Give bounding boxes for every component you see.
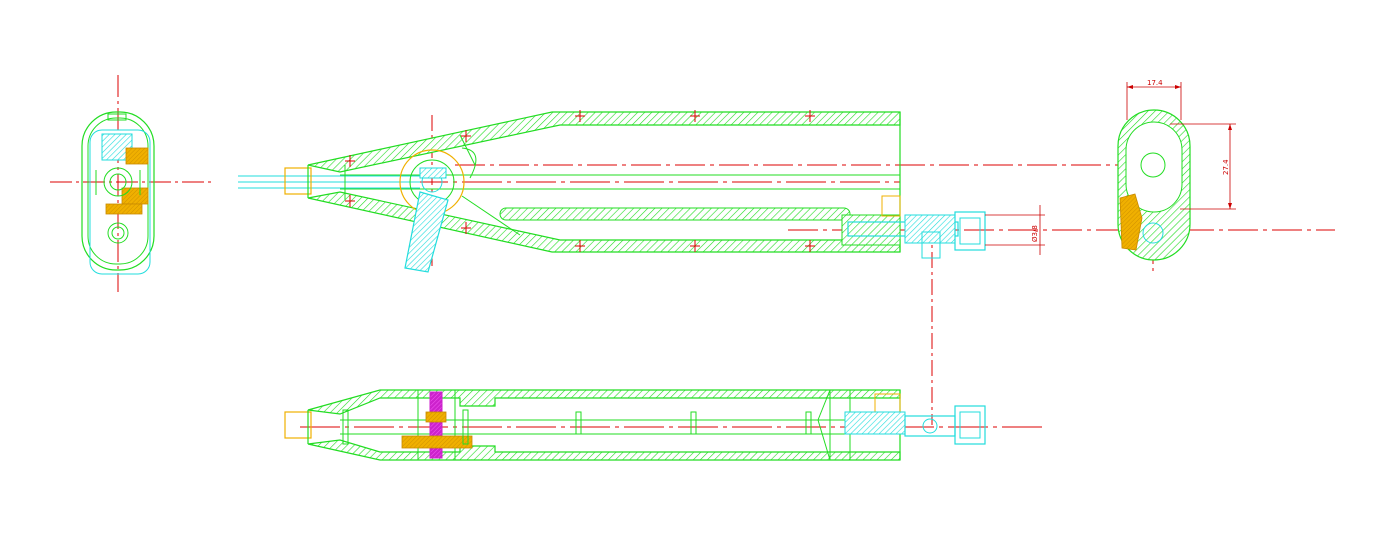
nozzle-pipe — [921, 231, 941, 259]
upper-wall — [307, 389, 901, 415]
end-view-left — [50, 75, 215, 292]
end-view-right: 17.4 27.4 — [1117, 79, 1236, 275]
diameter-dimension: Ø3/8 — [985, 205, 1045, 255]
side-section-view: Ø3/8 — [238, 110, 1335, 425]
height-dimension: 27.4 — [1170, 123, 1236, 210]
nozzle-outline — [89, 129, 151, 275]
nozzle-pipe — [904, 214, 956, 244]
fitting-part — [121, 187, 149, 205]
body-outline — [81, 111, 155, 271]
bore — [103, 167, 133, 197]
body-outline — [1125, 121, 1183, 213]
fitting-part — [105, 203, 143, 215]
rear-block — [841, 214, 901, 246]
tip — [284, 411, 312, 439]
bore — [1140, 152, 1166, 178]
fitting-part — [1119, 193, 1143, 251]
inner-channel — [499, 207, 851, 221]
nozzle-pipe — [954, 211, 986, 251]
width-label: 17.4 — [1147, 79, 1163, 87]
fitting-part — [125, 147, 149, 165]
slot — [107, 113, 127, 121]
lower-bore — [111, 226, 125, 240]
bottom-view — [284, 389, 1045, 461]
valve — [922, 418, 938, 434]
lower-wall — [307, 191, 901, 253]
tip — [284, 167, 312, 195]
lever — [404, 191, 449, 273]
nozzle-pipe — [954, 405, 986, 445]
lower-wall — [307, 439, 901, 461]
upper-wall — [307, 111, 901, 173]
nozzle-pipe — [847, 221, 959, 237]
nozzle-pipe — [844, 411, 906, 435]
width-dimension: 17.4 — [1126, 79, 1182, 120]
height-label: 27.4 — [1222, 159, 1230, 175]
fitting-part — [425, 411, 447, 423]
lower-bore — [1142, 222, 1164, 244]
fitting-part — [881, 195, 901, 217]
lower-bore — [107, 222, 129, 244]
fitting-part — [401, 435, 473, 449]
diameter-label: Ø3/8 — [1031, 225, 1039, 242]
fitting-part — [419, 167, 447, 179]
bore — [109, 173, 127, 191]
